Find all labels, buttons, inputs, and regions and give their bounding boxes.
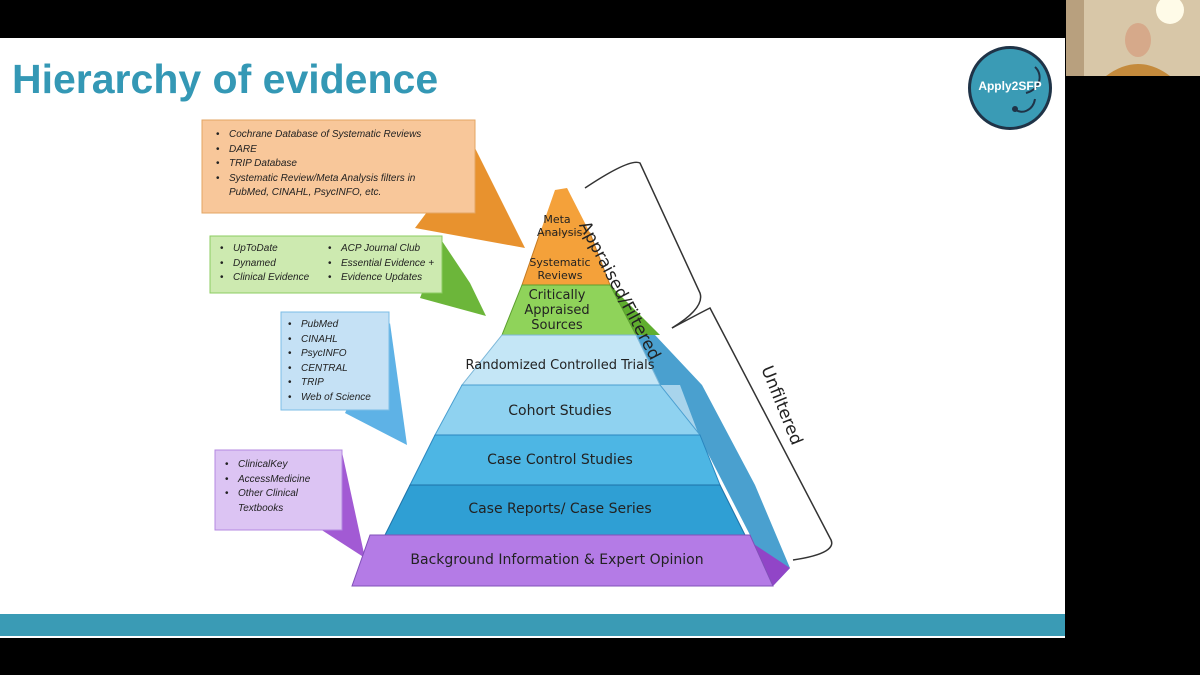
tier-label-rct: Randomized Controlled Trials — [465, 358, 655, 373]
resource-item: TRIP Database — [216, 157, 421, 172]
webcam-thumbnail — [1066, 0, 1200, 76]
resource-list-1: Cochrane Database of Systematic Reviews … — [216, 128, 421, 201]
tier-label-case-control: Case Control Studies — [487, 452, 633, 468]
resource-item: Evidence Updates — [328, 271, 434, 286]
pyramid-tier-meta-analysis — [540, 188, 590, 233]
resource-item: Systematic Review/Meta Analysis filters … — [216, 172, 421, 187]
resource-item: Other Clinical — [225, 487, 310, 502]
resource-item: PubMed, CINAHL, PsycINFO, etc. — [229, 187, 382, 198]
tier-label-background: Background Information & Expert Opinion — [410, 552, 704, 568]
tier-label-case-reports: Case Reports/ Case Series — [468, 501, 652, 517]
resource-item: CINAHL — [288, 333, 371, 348]
unfiltered-brace — [671, 306, 833, 561]
resource-item: Dynamed — [220, 257, 309, 272]
resource-item: PubMed — [288, 318, 371, 333]
resource-list-2-right: ACP Journal Club Essential Evidence + Ev… — [328, 242, 434, 286]
resource-item: Essential Evidence + — [328, 257, 434, 272]
resource-item: AccessMedicine — [225, 473, 310, 488]
slide-title: Hierarchy of evidence — [12, 56, 439, 102]
resource-item: Clinical Evidence — [220, 271, 309, 286]
appraised-brace — [584, 161, 702, 329]
resource-item: PsycINFO — [288, 347, 371, 362]
resource-item: Web of Science — [288, 391, 371, 406]
resource-item: Textbooks — [238, 502, 284, 514]
resource-list-4: ClinicalKey AccessMedicine Other Clinica… — [225, 458, 310, 516]
tier-label-meta-analysis: Meta Analysis — [537, 213, 583, 239]
resource-item: ACP Journal Club — [328, 242, 434, 257]
slide-footer-bar — [0, 614, 1065, 636]
resource-list-3: PubMed CINAHL PsycINFO CENTRAL TRIP Web … — [288, 318, 371, 405]
resource-item: TRIP — [288, 376, 371, 391]
resource-item: UpToDate — [220, 242, 309, 257]
resource-item: ClinicalKey — [225, 458, 310, 473]
stethoscope-icon — [1012, 66, 1041, 113]
tier-label-systematic-reviews: Systematic Reviews — [529, 256, 591, 282]
apply2sfp-logo: Apply2SFP — [968, 46, 1052, 130]
presentation-slide: Hierarchy of evidence Apply2SFP — [0, 38, 1065, 638]
tier-label-critically-appraised: Critically Appraised Sources — [524, 288, 590, 333]
logo-text: Apply2SFP — [978, 79, 1042, 93]
resource-item: Cochrane Database of Systematic Reviews — [216, 128, 421, 143]
presenter-video — [1066, 0, 1200, 76]
tier-label-cohort: Cohort Studies — [508, 403, 612, 419]
evidence-pyramid-diagram — [201, 119, 833, 587]
resource-list-2-left: UpToDate Dynamed Clinical Evidence — [220, 242, 309, 286]
resource-item: CENTRAL — [288, 362, 371, 377]
resource-item: DARE — [216, 143, 421, 158]
